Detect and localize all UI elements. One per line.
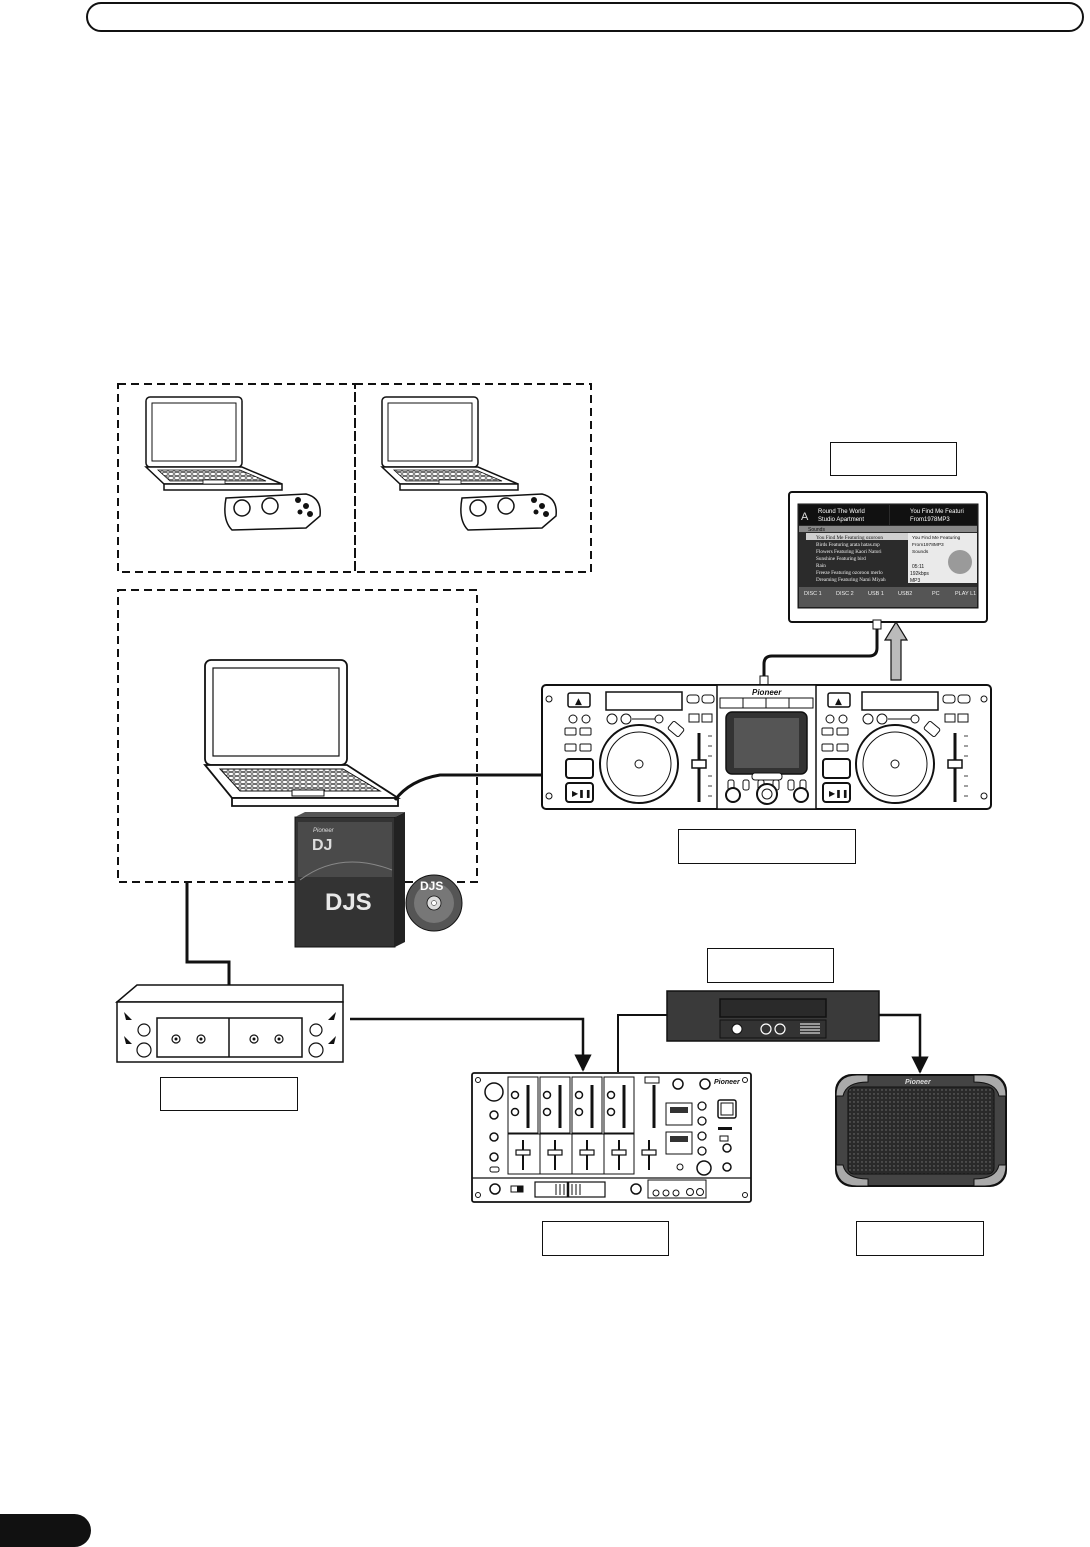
screen-time: 05:11 (912, 564, 924, 570)
screen-track-item: Rain (816, 563, 826, 569)
screen-info-line: Sounds (912, 549, 929, 555)
svg-text:▲: ▲ (575, 697, 582, 707)
screen-track-item: Dreaming Featuring Nami Miyah (816, 577, 886, 583)
screen-track-item: Sunshine Featuring bird (816, 556, 866, 562)
cable-mixer-amplifier (617, 1014, 667, 1072)
controller-brand-logo: Pioneer (752, 688, 782, 697)
speaker: Pioneer (835, 1074, 1007, 1187)
cable-laptop-interface (185, 883, 231, 985)
software-box: Pioneer DJ DJS (294, 812, 405, 948)
screen-deck-a-letter: A (801, 511, 809, 523)
screen-tab: PC (932, 591, 940, 597)
mixer-brand-logo: Pioneer (714, 1079, 741, 1086)
knob-icon (793, 787, 809, 803)
dashed-group-laptop-2 (354, 383, 592, 573)
jog-knob-icon (497, 497, 515, 515)
display-arrow-icon (883, 620, 909, 681)
screen-track-item: Flowers Featuring Kaori Natori (816, 549, 882, 555)
screen-tabs: DISC 1 DISC 2 USB 1 USB2 PC PLAY L1 (804, 591, 976, 597)
dj-controller-main: Pioneer ▲ ▶❚❚ (541, 684, 992, 810)
usb-cable-laptop-controller (393, 773, 545, 801)
screen-deck-b-title: You Find Me Featuri (910, 509, 964, 515)
screen-tab: USB 1 (868, 591, 884, 597)
audio-interface (114, 984, 344, 1063)
label-controller (678, 829, 856, 864)
screen-info-line: You Find Me Featuring (912, 535, 961, 541)
monitor-cable (762, 623, 879, 683)
screen-info-line: From1978MP3 (912, 542, 944, 548)
knob-icon (725, 787, 741, 803)
play-pause-icon: ▶❚❚ (572, 789, 592, 798)
screen-deck-b-artist: From1978MP3 (910, 517, 950, 523)
amplifier (666, 990, 880, 1042)
jog-knob-icon (233, 499, 251, 517)
screen-tab: USB2 (898, 591, 912, 597)
screen-deck-a-artist: Studio Apartment (818, 517, 864, 523)
laptop-1 (144, 396, 283, 491)
cable-interface-mixer (350, 1017, 592, 1072)
label-speaker (856, 1221, 984, 1256)
label-monitor (830, 442, 957, 476)
screen-list-header: Sounds (808, 527, 825, 533)
cable-amplifier-speaker (879, 1013, 929, 1074)
label-amplifier (707, 948, 834, 983)
screen-track-item: Birds Featuring arata hatas.mp (816, 542, 880, 548)
dj-controller-small-2 (460, 493, 557, 531)
software-box-brand: Pioneer (313, 828, 335, 834)
screen-track-item: You Find Me Featuring ozoroon (816, 535, 883, 541)
software-disc: DJS (405, 874, 463, 932)
screen-track-list: You Find Me Featuring ozoroon Birds Feat… (816, 535, 886, 583)
software-box-logo: DJ (312, 837, 332, 854)
mixer: Pioneer (471, 1072, 752, 1203)
play-pause-icon: ▶❚❚ (829, 789, 849, 798)
jog-knob-icon (261, 497, 279, 515)
screen-tab: DISC 2 (836, 591, 854, 597)
screen-deck-a-title: Round The World (818, 509, 865, 515)
laptop-main (203, 659, 402, 807)
screen-track-item: Freeze Featuring ozoroon merlo (816, 570, 883, 576)
album-art-icon (948, 550, 972, 574)
monitor: A Round The World Studio Apartment You F… (788, 491, 988, 623)
screen-bitrate: 192kbps (910, 571, 929, 577)
screen-tab: DISC 1 (804, 591, 822, 597)
page-number-tab (0, 1514, 91, 1547)
software-box-title: DJS (325, 889, 372, 916)
speaker-brand-logo: Pioneer (905, 1079, 932, 1086)
dj-controller-small-1 (224, 493, 321, 531)
label-mixer (542, 1221, 669, 1256)
label-interface (160, 1077, 298, 1111)
jog-knob-icon (469, 499, 487, 517)
mixer-channel-strips (507, 1076, 635, 1175)
laptop-2 (380, 396, 519, 491)
screen-format: MP3 (910, 578, 921, 584)
software-disc-title: DJS (420, 879, 443, 893)
screen-tab: PLAY L1 (955, 591, 976, 597)
svg-text:▲: ▲ (835, 697, 842, 707)
header-bar (86, 2, 1084, 32)
